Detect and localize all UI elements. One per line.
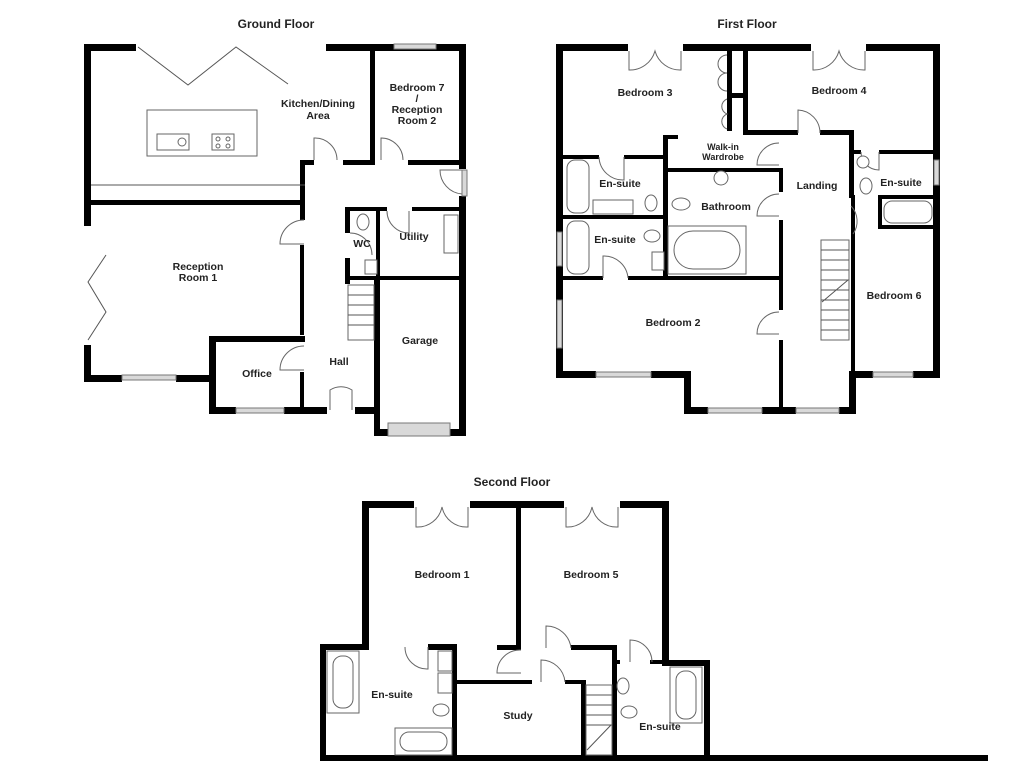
first-floor: First Floor (556, 17, 940, 414)
study-label: Study (503, 710, 532, 722)
bedroom-1-label: Bedroom 1 (415, 569, 470, 581)
bedroom-3-label: Bedroom 3 (618, 87, 673, 99)
ground-floor: Ground Floor (84, 17, 468, 437)
bedroom-6-label: Bedroom 6 (867, 290, 922, 302)
second-floor: Second Floor (320, 475, 988, 761)
ensuite-bedroom-4-label: En-suite (880, 177, 922, 189)
bedroom-4-label: Bedroom 4 (812, 85, 867, 97)
garage-label: Garage (402, 335, 438, 347)
ensuite-bedroom-3-label: En-suite (599, 178, 641, 190)
bathroom-label: Bathroom (701, 201, 751, 213)
ensuite-bedroom-5-label: En-suite (639, 721, 681, 733)
office-label: Office (242, 368, 272, 380)
utility-label: Utility (399, 231, 428, 243)
wc-label: WC (353, 238, 371, 250)
ensuite-bedroom-2-label: En-suite (594, 234, 636, 246)
bedroom-5-label: Bedroom 5 (564, 569, 619, 581)
landing-label: Landing (797, 180, 838, 192)
hall-label: Hall (329, 356, 348, 368)
first-floor-title: First Floor (717, 17, 777, 31)
ensuite-bedroom-1-label: En-suite (371, 689, 413, 701)
bedroom-2-label: Bedroom 2 (646, 317, 701, 329)
second-floor-title: Second Floor (474, 475, 551, 489)
ground-floor-title: Ground Floor (238, 17, 315, 31)
